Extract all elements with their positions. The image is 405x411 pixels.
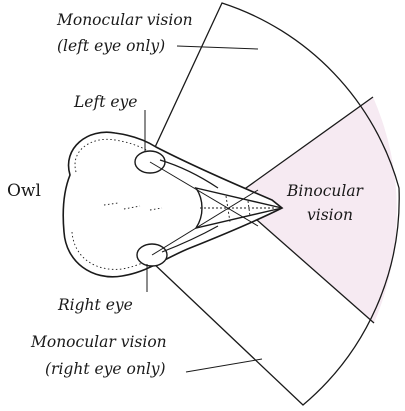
owl-skull (63, 132, 282, 277)
label-mono-left-line1: Monocular vision (56, 11, 193, 29)
label-mono-left-line2: (left eye only) (57, 37, 165, 55)
label-binocular-line1: Binocular (286, 182, 365, 200)
label-right-eye: Right eye (57, 296, 133, 314)
label-mono-right-line1: Monocular vision (30, 333, 167, 351)
label-owl: Owl (7, 181, 41, 201)
label-left-eye: Left eye (73, 93, 137, 111)
leader-mono-left (177, 46, 258, 49)
label-binocular-line2: vision (307, 206, 353, 224)
label-mono-right-line2: (right eye only) (45, 360, 166, 378)
leader-mono-right (186, 359, 262, 372)
